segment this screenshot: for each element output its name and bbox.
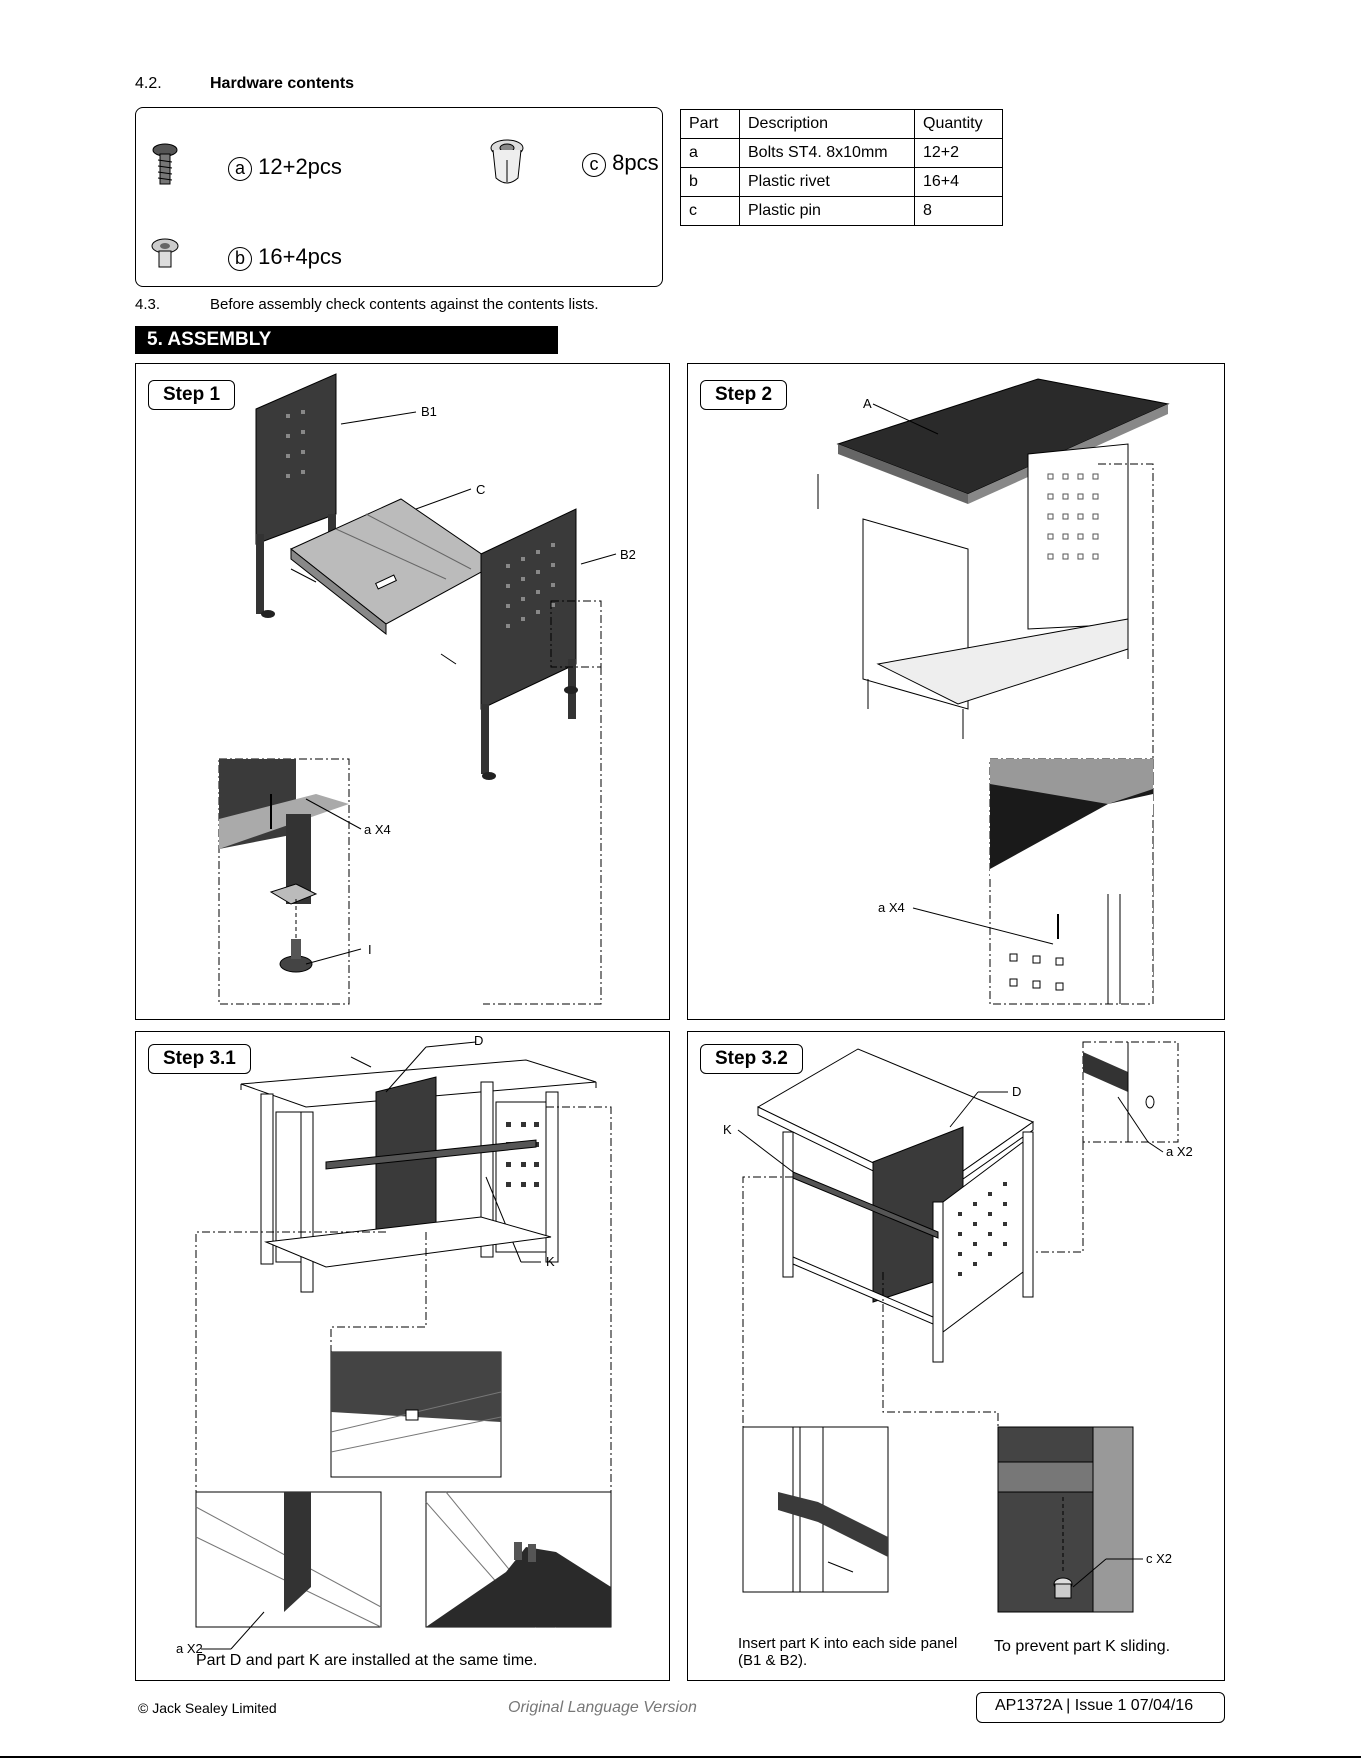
letter-b-circle: b bbox=[228, 247, 252, 271]
callout-k: K bbox=[723, 1122, 732, 1137]
assembly-heading: 5. ASSEMBLY bbox=[135, 326, 558, 354]
table-header: Quantity bbox=[914, 109, 1003, 139]
callout-d: D bbox=[474, 1033, 483, 1048]
callout-a-x2: a X2 bbox=[176, 1641, 203, 1656]
step-3-2-diagram: D K a X2 bbox=[723, 1041, 1193, 1613]
callout-a-x4: a X4 bbox=[364, 822, 391, 837]
table-header: Description bbox=[739, 109, 915, 139]
table-cell: Plastic rivet bbox=[739, 167, 915, 197]
callout-a-x2: a X2 bbox=[1166, 1144, 1193, 1159]
letter-a-circle: a bbox=[228, 157, 252, 181]
step-3-1-label: Step 3.1 bbox=[148, 1044, 251, 1074]
step-3-2-label: Step 3.2 bbox=[700, 1044, 803, 1074]
step-3-2-caption-left: Insert part K into each side panel (B1 &… bbox=[738, 1635, 957, 1669]
step-2-panel: Step 2 A bbox=[687, 363, 1225, 1020]
hardware-count-b: 16+4pcs bbox=[258, 244, 342, 269]
table-row: a Bolts ST4. 8x10mm 12+2 bbox=[680, 138, 1003, 168]
plastic-pin-icon bbox=[490, 139, 524, 184]
step-1-diagram: B1 C B2 bbox=[218, 373, 636, 1005]
table-header-row: Part Description Quantity bbox=[680, 109, 1003, 139]
step-1-label: Step 1 bbox=[148, 380, 236, 410]
caption-line: Insert part K into each side panel bbox=[738, 1635, 958, 1652]
table-cell: 8 bbox=[914, 196, 1003, 226]
section-number: 4.3. bbox=[135, 296, 161, 313]
table-row: c Plastic pin 8 bbox=[680, 196, 1003, 226]
footer-document-id: AP1372A | Issue 1 07/04/16 bbox=[976, 1692, 1225, 1723]
step-2-diagram: A a X4 bbox=[817, 378, 1170, 1005]
letter-c-circle: c bbox=[582, 153, 606, 177]
hardware-item-b: b 16+4pcs bbox=[228, 244, 342, 271]
step-1-panel: Step 1 B1 C B2 bbox=[135, 363, 670, 1020]
table-row: b Plastic rivet 16+4 bbox=[680, 167, 1003, 197]
bolt-icon bbox=[152, 143, 178, 185]
callout-c-x2: c X2 bbox=[1146, 1551, 1172, 1566]
callout-b1: B1 bbox=[421, 404, 437, 419]
footer-copyright: © Jack Sealey Limited bbox=[138, 1700, 277, 1716]
section-number: 4.2. bbox=[135, 75, 162, 92]
table-cell: c bbox=[680, 196, 740, 226]
table-cell: Plastic pin bbox=[739, 196, 915, 226]
hardware-contents-box: a 12+2pcs c 8pcs b 16+4pcs bbox=[135, 107, 663, 287]
parts-table: Part Description Quantity a Bolts ST4. 8… bbox=[680, 109, 1003, 226]
step-3-1-panel: Step 3.1 D K bbox=[135, 1031, 670, 1681]
footer-language: Original Language Version bbox=[508, 1699, 697, 1716]
caption-line: (B1 & B2). bbox=[738, 1652, 808, 1669]
callout-d: D bbox=[1012, 1084, 1021, 1099]
table-cell: 12+2 bbox=[914, 138, 1003, 168]
table-cell: a bbox=[680, 138, 740, 168]
callout-k: K bbox=[546, 1254, 555, 1269]
hardware-item-c: c 8pcs bbox=[582, 150, 659, 177]
callout-a-x4: a X4 bbox=[878, 900, 905, 915]
table-cell: Bolts ST4. 8x10mm bbox=[739, 138, 915, 168]
footer-rule bbox=[0, 1756, 1361, 1758]
callout-a: A bbox=[863, 396, 872, 411]
hardware-count-c: 8pcs bbox=[612, 150, 659, 175]
step-2-label: Step 2 bbox=[700, 380, 788, 410]
check-instruction: Before assembly check contents against t… bbox=[210, 296, 599, 313]
plastic-rivet-icon bbox=[151, 238, 179, 268]
hardware-count-a: 12+2pcs bbox=[258, 154, 342, 179]
table-cell: b bbox=[680, 167, 740, 197]
section-title: Hardware contents bbox=[210, 75, 355, 92]
step-3-2-caption-right: To prevent part K sliding. bbox=[994, 1638, 1171, 1655]
step-3-1-caption: Part D and part K are installed at the s… bbox=[196, 1652, 538, 1669]
table-header: Part bbox=[680, 109, 740, 139]
callout-c: C bbox=[476, 482, 485, 497]
hardware-item-a: a 12+2pcs bbox=[228, 154, 342, 181]
step-3-2-panel: Step 3.2 D K a X2 bbox=[687, 1031, 1225, 1681]
callout-b2: B2 bbox=[620, 547, 636, 562]
callout-i: I bbox=[368, 942, 372, 957]
step-3-1-diagram: D K a X2 bbox=[176, 1033, 612, 1656]
table-cell: 16+4 bbox=[914, 167, 1003, 197]
